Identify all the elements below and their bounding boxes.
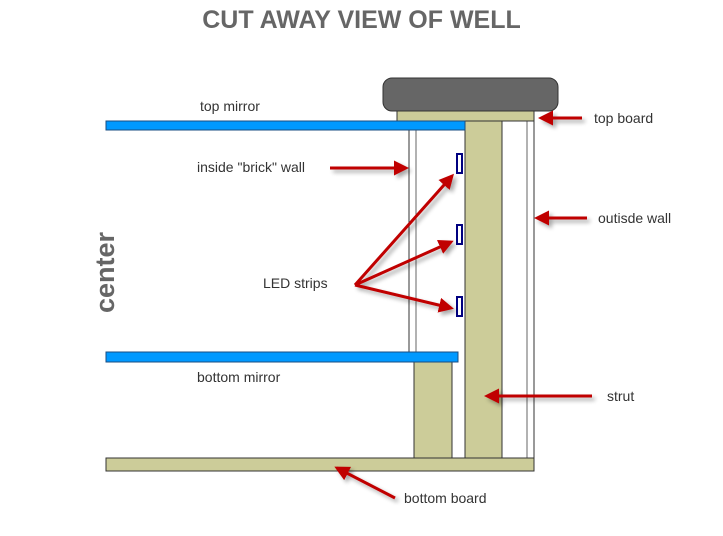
top-mirror	[105, 120, 466, 131]
label-bottom-mirror: bottom mirror	[197, 369, 281, 385]
label-inside-brick-wall: inside "brick" wall	[197, 159, 305, 175]
bottom-board	[105, 457, 535, 472]
top-board	[396, 110, 535, 122]
label-led-strips: LED strips	[263, 275, 328, 291]
label-bottom-board: bottom board	[404, 490, 487, 506]
support-post	[413, 361, 453, 459]
led-strip	[456, 296, 463, 317]
label-strut: strut	[607, 388, 635, 404]
label-outside-wall: outisde wall	[598, 210, 672, 226]
arrow-bottom-board	[334, 466, 396, 500]
label-top-board: top board	[594, 110, 654, 126]
strut	[464, 120, 503, 459]
bottom-mirror	[105, 351, 459, 363]
arrow-led-strip-1	[353, 173, 454, 286]
arrow-led-strip-3	[354, 283, 454, 313]
label-top-mirror: top mirror	[200, 98, 260, 114]
center-label: center	[90, 231, 120, 313]
led-strip	[456, 224, 463, 245]
top-cap	[382, 77, 559, 112]
diagram-title: CUT AWAY VIEW OF WELL	[202, 6, 521, 34]
arrow-led-strip-2	[354, 240, 454, 287]
led-strip	[456, 153, 463, 174]
